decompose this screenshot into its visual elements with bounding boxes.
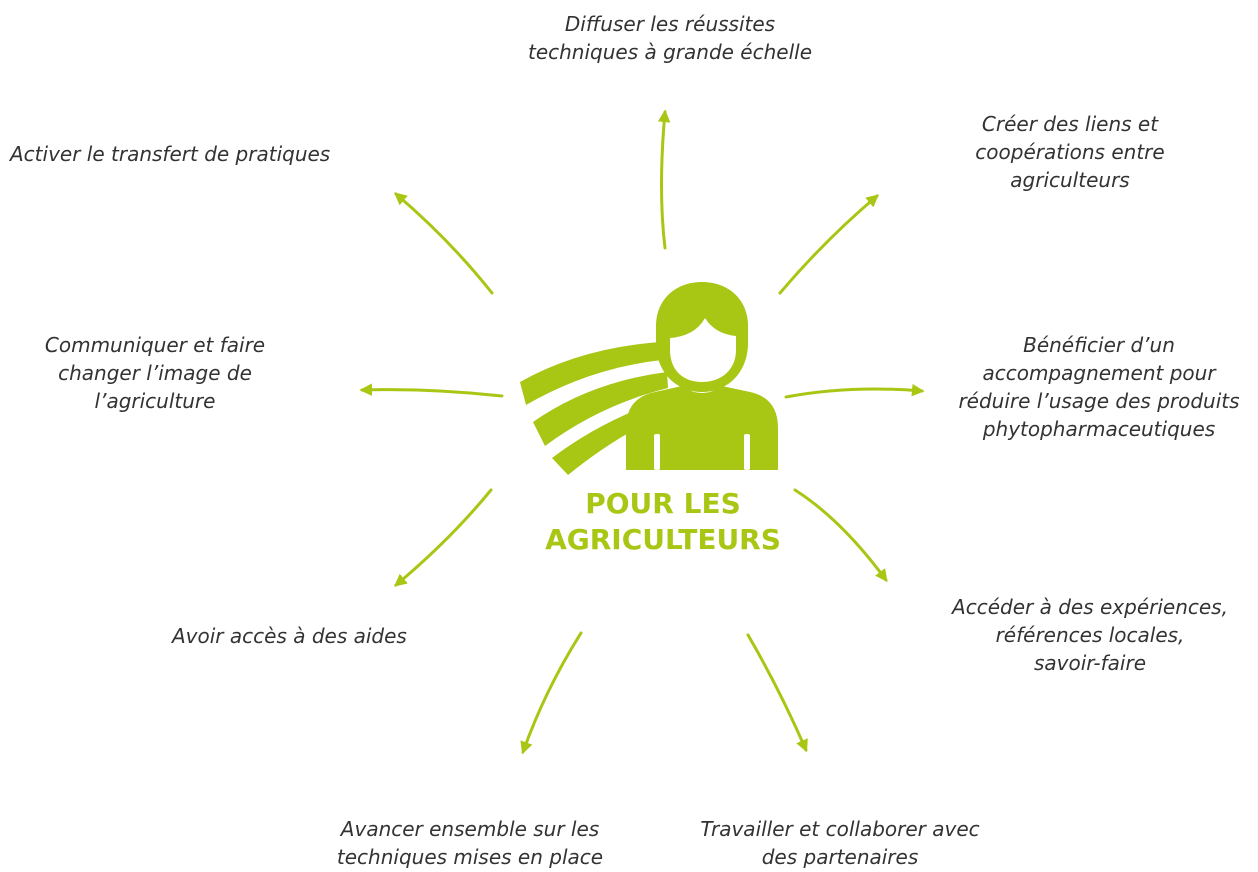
benefit-acceder: Accéder à des expériences, références lo…: [952, 595, 1228, 675]
arrow-creer: [778, 194, 879, 295]
arrow-beneficier: [784, 383, 925, 399]
arrow-avancer: [520, 631, 583, 755]
benefit-aides: Avoir accès à des aides: [172, 624, 407, 648]
benefit-beneficier: Bénéficier d’un accompagnement pour rédu…: [958, 333, 1240, 441]
arrow-aides: [394, 488, 493, 587]
center-title: POUR LES AGRICULTEURS: [545, 487, 781, 556]
benefit-diffuser: Diffuser les réussites techniques à gran…: [527, 12, 813, 64]
arrow-travailler: [746, 633, 808, 753]
arrow-acceder: [793, 488, 888, 583]
arrow-activer: [394, 192, 494, 295]
arrow-diffuser: [657, 109, 671, 250]
arrow-communiquer: [359, 383, 504, 398]
benefit-activer: Activer le transfert de pratiques: [10, 142, 331, 166]
farmer-person-icon: [520, 282, 778, 475]
benefit-communiquer: Communiquer et faire changer l’image de …: [44, 333, 266, 413]
benefit-travailler: Travailler et collaborer avec des parten…: [700, 817, 980, 869]
benefit-avancer: Avancer ensemble sur les techniques mise…: [336, 817, 604, 869]
benefit-creer: Créer des liens et coopérations entre ag…: [975, 112, 1165, 192]
